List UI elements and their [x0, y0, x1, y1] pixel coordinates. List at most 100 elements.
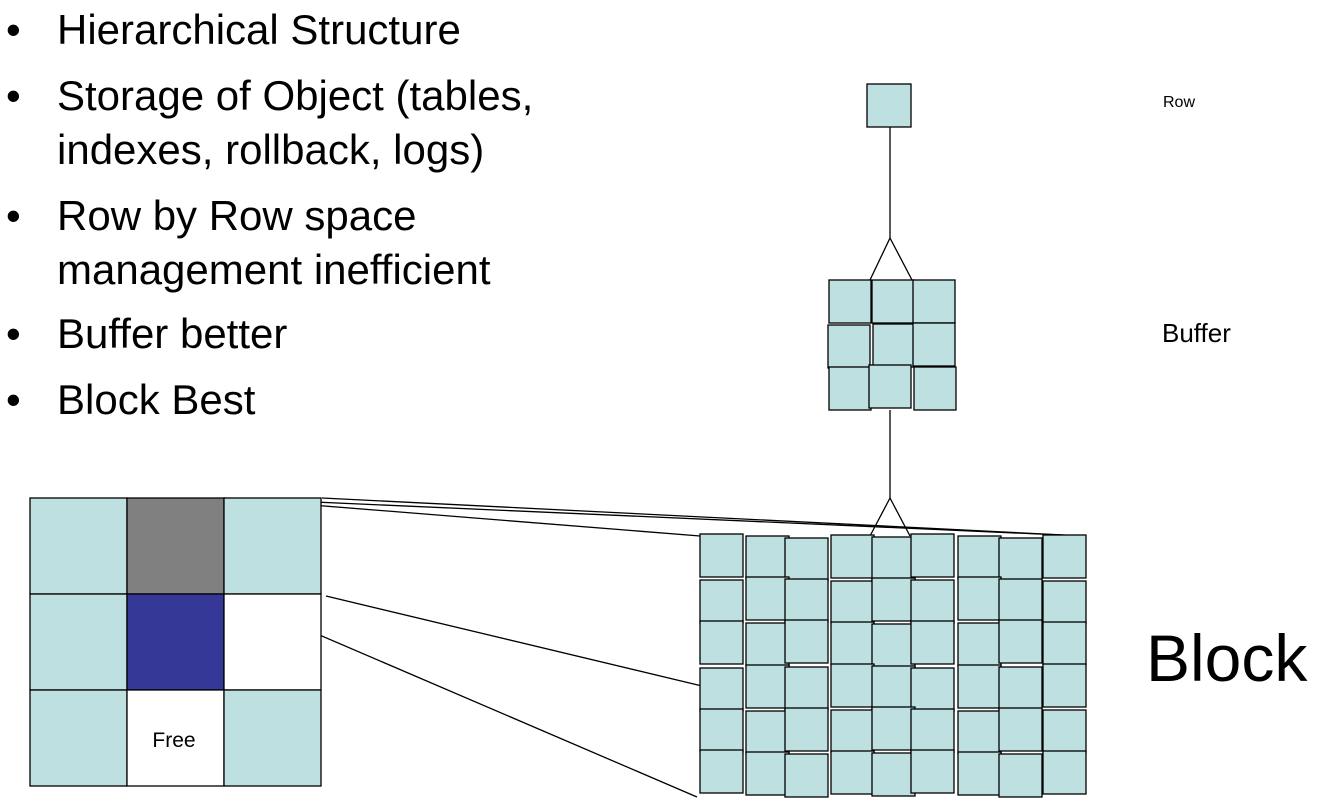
- block-cell: [830, 750, 875, 795]
- block-cell: [745, 751, 790, 796]
- block-cell: [871, 752, 916, 797]
- block-cell: [784, 537, 829, 582]
- block-detail-cell: [223, 497, 322, 595]
- buffer-cell: [913, 366, 957, 411]
- bullet-dot: •: [6, 192, 21, 239]
- block-cell: [957, 535, 1002, 580]
- bullet-text: Block Best: [57, 376, 256, 423]
- block-cell: [998, 537, 1043, 582]
- block-cell: [830, 709, 875, 754]
- block-label: Block: [1146, 621, 1308, 695]
- block-cell: [784, 578, 829, 623]
- bullet-dot: •: [6, 310, 21, 357]
- block-cell: [745, 576, 790, 621]
- free-slot-cell: [126, 689, 225, 787]
- block-cell: [957, 576, 1002, 621]
- block-cell: [998, 666, 1043, 711]
- block-cell: [910, 667, 955, 712]
- buffer-cell: [828, 366, 872, 411]
- block-cell: [699, 579, 744, 624]
- block-cell: [910, 749, 955, 794]
- bullet-text: management inefficient: [57, 246, 491, 293]
- block-grid: [699, 533, 1087, 798]
- block-cell: [699, 749, 744, 794]
- bullet-text: Row by Row space: [57, 192, 417, 239]
- bullet-text: Storage of Object (tables,: [57, 72, 534, 119]
- block-cell: [957, 710, 1002, 755]
- block-cell: [910, 708, 955, 753]
- block-detail-cell: [29, 497, 128, 595]
- connector-line: [223, 497, 1085, 537]
- block-cell: [910, 533, 955, 578]
- bullet-text: Hierarchical Structure: [57, 6, 461, 53]
- buffer-cell: [827, 324, 871, 369]
- row-cell-group: [866, 83, 912, 128]
- block-cell: [1042, 709, 1087, 754]
- row-cell: [866, 83, 912, 128]
- bullet-dot: •: [6, 376, 21, 423]
- block-cell: [871, 577, 916, 622]
- block-cell: [998, 707, 1043, 752]
- block-cell: [998, 753, 1043, 798]
- block-cell: [784, 707, 829, 752]
- buffer-label: Buffer: [1162, 318, 1231, 348]
- connector-line: [869, 237, 891, 281]
- connector-line: [869, 497, 891, 537]
- block-cell: [998, 578, 1043, 623]
- free-label: Free: [152, 729, 195, 752]
- block-cell: [830, 663, 875, 708]
- block-cell: [957, 664, 1002, 709]
- block-cell: [1042, 580, 1087, 625]
- block-cell: [871, 706, 916, 751]
- block-cell: [784, 619, 829, 664]
- connector-line: [889, 497, 911, 537]
- bullet-text: indexes, rollback, logs): [57, 126, 485, 173]
- buffer-cell: [828, 279, 872, 324]
- block-cell: [1042, 750, 1087, 795]
- block-cell: [1042, 663, 1087, 708]
- block-cell: [830, 534, 875, 579]
- connector-line: [889, 237, 913, 281]
- block-detail-cell: [223, 689, 322, 787]
- buffer-cell: [912, 322, 956, 367]
- block-cell: [699, 620, 744, 665]
- buffer-cell: [912, 279, 956, 324]
- block-cell: [699, 708, 744, 753]
- connector-lines: [223, 127, 1085, 798]
- block-cell: [745, 622, 790, 667]
- block-cell: [957, 751, 1002, 796]
- bullet-dot: •: [6, 72, 21, 119]
- block-cell: [745, 664, 790, 709]
- bullet-dot: •: [6, 6, 21, 53]
- row-label: Row: [1163, 94, 1196, 111]
- block-cell: [1042, 534, 1087, 579]
- block-cell: [745, 710, 790, 755]
- block-cell: [871, 665, 916, 710]
- block-cell: [871, 536, 916, 581]
- block-detail-cell: [29, 593, 128, 691]
- block-cell: [1042, 621, 1087, 666]
- block-cell: [784, 753, 829, 798]
- buffer-cell: [871, 279, 915, 324]
- connector-line: [325, 595, 703, 687]
- block-cell: [910, 620, 955, 665]
- block-cell: [871, 623, 916, 668]
- buffer-grid: [827, 279, 957, 411]
- bullet-text: Buffer better: [57, 310, 288, 357]
- block-detail-grid: [29, 497, 322, 787]
- block-detail-cell: [29, 689, 128, 787]
- used-block-cell: [126, 497, 225, 595]
- block-cell: [830, 621, 875, 666]
- connector-line: [321, 497, 1085, 537]
- block-cell: [998, 619, 1043, 664]
- block-cell: [957, 622, 1002, 667]
- selected-block-cell: [126, 593, 225, 691]
- block-cell: [699, 533, 744, 578]
- buffer-cell: [872, 323, 916, 368]
- block-cell: [830, 580, 875, 625]
- block-cell: [745, 535, 790, 580]
- block-cell: [784, 666, 829, 711]
- buffer-cell: [868, 364, 912, 409]
